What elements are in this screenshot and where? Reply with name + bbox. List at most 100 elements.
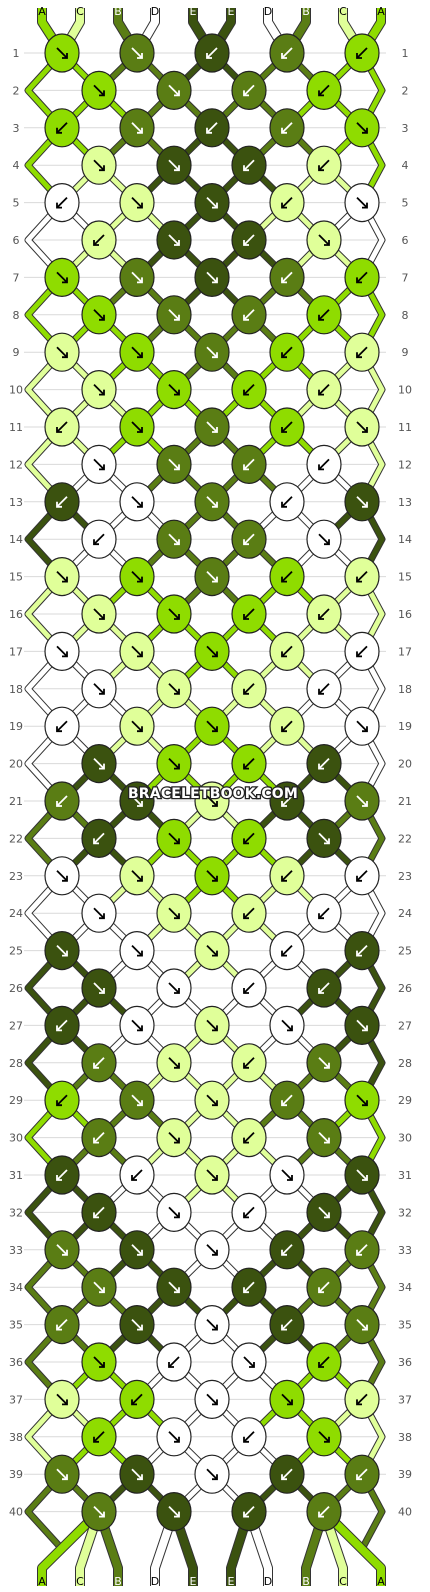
- arrow-head-icon: [212, 651, 218, 658]
- row-number-left: 22: [9, 832, 23, 845]
- arrow-head-icon: [243, 1137, 249, 1144]
- arrow-head-icon: [212, 875, 218, 882]
- arrow-down-right-icon: [168, 383, 180, 396]
- arrow-head-icon: [174, 389, 180, 396]
- arrow-head-icon: [93, 1062, 99, 1069]
- row-number-right: 2: [402, 84, 409, 97]
- arrow-down-left-icon: [56, 1019, 68, 1032]
- arrow-down-right-icon: [356, 421, 368, 433]
- arrow-down-left-icon: [243, 1057, 255, 1069]
- arrow-down-left-icon: [56, 496, 68, 508]
- strand-label-bottom: E: [190, 1575, 197, 1588]
- arrow-head-icon: [324, 838, 330, 845]
- row-number-left: 30: [9, 1132, 23, 1145]
- arrow-head-icon: [243, 614, 249, 620]
- arrow-head-icon: [99, 1287, 105, 1294]
- arrow-down-right-icon: [56, 570, 68, 583]
- arrow-down-left-icon: [281, 645, 293, 658]
- arrow-down-right-icon: [131, 1094, 143, 1106]
- arrow-down-right-icon: [318, 832, 330, 845]
- arrow-down-right-icon: [93, 84, 105, 97]
- row-number-left: 38: [9, 1431, 23, 1444]
- arrow-down-left-icon: [93, 832, 105, 845]
- arrow-head-icon: [62, 875, 68, 882]
- arrow-down-right-icon: [131, 1244, 143, 1256]
- arrow-head-icon: [99, 763, 105, 770]
- row-number-right: 23: [398, 870, 412, 883]
- arrow-head-icon: [324, 240, 330, 246]
- arrow-down-left-icon: [56, 1094, 68, 1106]
- arrow-head-icon: [243, 1511, 249, 1518]
- row-number-left: 34: [9, 1281, 23, 1294]
- arrow-head-icon: [137, 1100, 143, 1107]
- row-number-left: 37: [9, 1393, 23, 1406]
- arrow-down-left-icon: [356, 271, 368, 284]
- arrow-down-left-icon: [318, 1505, 330, 1518]
- arrow-head-icon: [212, 202, 218, 209]
- row-number-left: 3: [13, 122, 20, 135]
- arrow-head-icon: [287, 1399, 293, 1406]
- arrow-down-left-icon: [243, 84, 255, 97]
- arrow-head-icon: [281, 726, 287, 733]
- arrow-down-right-icon: [56, 1244, 68, 1256]
- row-number-right: 32: [398, 1206, 412, 1219]
- arrow-down-left-icon: [93, 1431, 105, 1443]
- arrow-head-icon: [243, 913, 249, 920]
- arrow-head-icon: [137, 1474, 143, 1481]
- arrow-head-icon: [174, 838, 180, 845]
- arrow-down-left-icon: [356, 1244, 368, 1256]
- strand-label-top: B: [114, 5, 122, 18]
- arrow-head-icon: [137, 576, 143, 583]
- arrow-head-icon: [362, 501, 368, 508]
- row-number-right: 17: [398, 645, 412, 658]
- arrow-down-right-icon: [56, 944, 68, 957]
- row-number-left: 2: [13, 84, 20, 97]
- row-number-right: 28: [398, 1057, 412, 1070]
- arrow-down-left-icon: [281, 496, 293, 508]
- arrow-down-right-icon: [56, 645, 68, 658]
- arrow-down-right-icon: [206, 1468, 218, 1480]
- arrow-head-icon: [324, 1212, 330, 1219]
- arrow-head-icon: [362, 1100, 368, 1107]
- arrow-down-left-icon: [281, 271, 293, 284]
- row-number-left: 29: [9, 1094, 23, 1107]
- arrow-head-icon: [62, 651, 68, 658]
- arrow-down-left-icon: [243, 1131, 255, 1144]
- arrow-head-icon: [212, 1100, 218, 1107]
- arrow-head-icon: [137, 352, 143, 359]
- arrow-head-icon: [212, 1399, 218, 1406]
- row-number-right: 39: [398, 1468, 412, 1481]
- strand-label-top: C: [339, 5, 347, 18]
- arrow-head-icon: [174, 90, 180, 97]
- arrow-down-right-icon: [93, 757, 105, 770]
- row-number-right: 12: [398, 458, 412, 471]
- arrow-down-left-icon: [93, 1131, 105, 1144]
- arrow-head-icon: [243, 464, 249, 471]
- arrow-down-left-icon: [56, 795, 68, 807]
- arrow-head-icon: [93, 240, 99, 246]
- strand-label-bottom: B: [302, 1575, 310, 1588]
- arrow-down-right-icon: [168, 84, 180, 97]
- row-number-left: 5: [13, 197, 20, 210]
- arrow-down-right-icon: [93, 309, 105, 321]
- arrow-down-right-icon: [206, 870, 218, 882]
- arrow-head-icon: [137, 501, 143, 508]
- row-number-right: 15: [398, 571, 412, 584]
- row-number-right: 24: [398, 907, 412, 920]
- row-number-right: 34: [398, 1281, 412, 1294]
- arrow-head-icon: [318, 165, 324, 172]
- arrow-head-icon: [99, 1362, 105, 1368]
- row-number-left: 11: [9, 421, 23, 434]
- arrow-down-right-icon: [206, 196, 218, 209]
- arrow-down-right-icon: [131, 795, 143, 807]
- arrow-head-icon: [56, 1324, 62, 1331]
- arrow-head-icon: [281, 127, 287, 134]
- arrow-head-icon: [318, 464, 324, 471]
- arrow-down-right-icon: [56, 1468, 68, 1480]
- arrow-down-left-icon: [318, 84, 330, 97]
- arrow-down-right-icon: [131, 496, 143, 508]
- arrow-down-right-icon: [131, 122, 143, 134]
- arrow-down-left-icon: [281, 122, 293, 134]
- arrow-down-left-icon: [56, 122, 68, 134]
- row-number-left: 7: [13, 271, 20, 284]
